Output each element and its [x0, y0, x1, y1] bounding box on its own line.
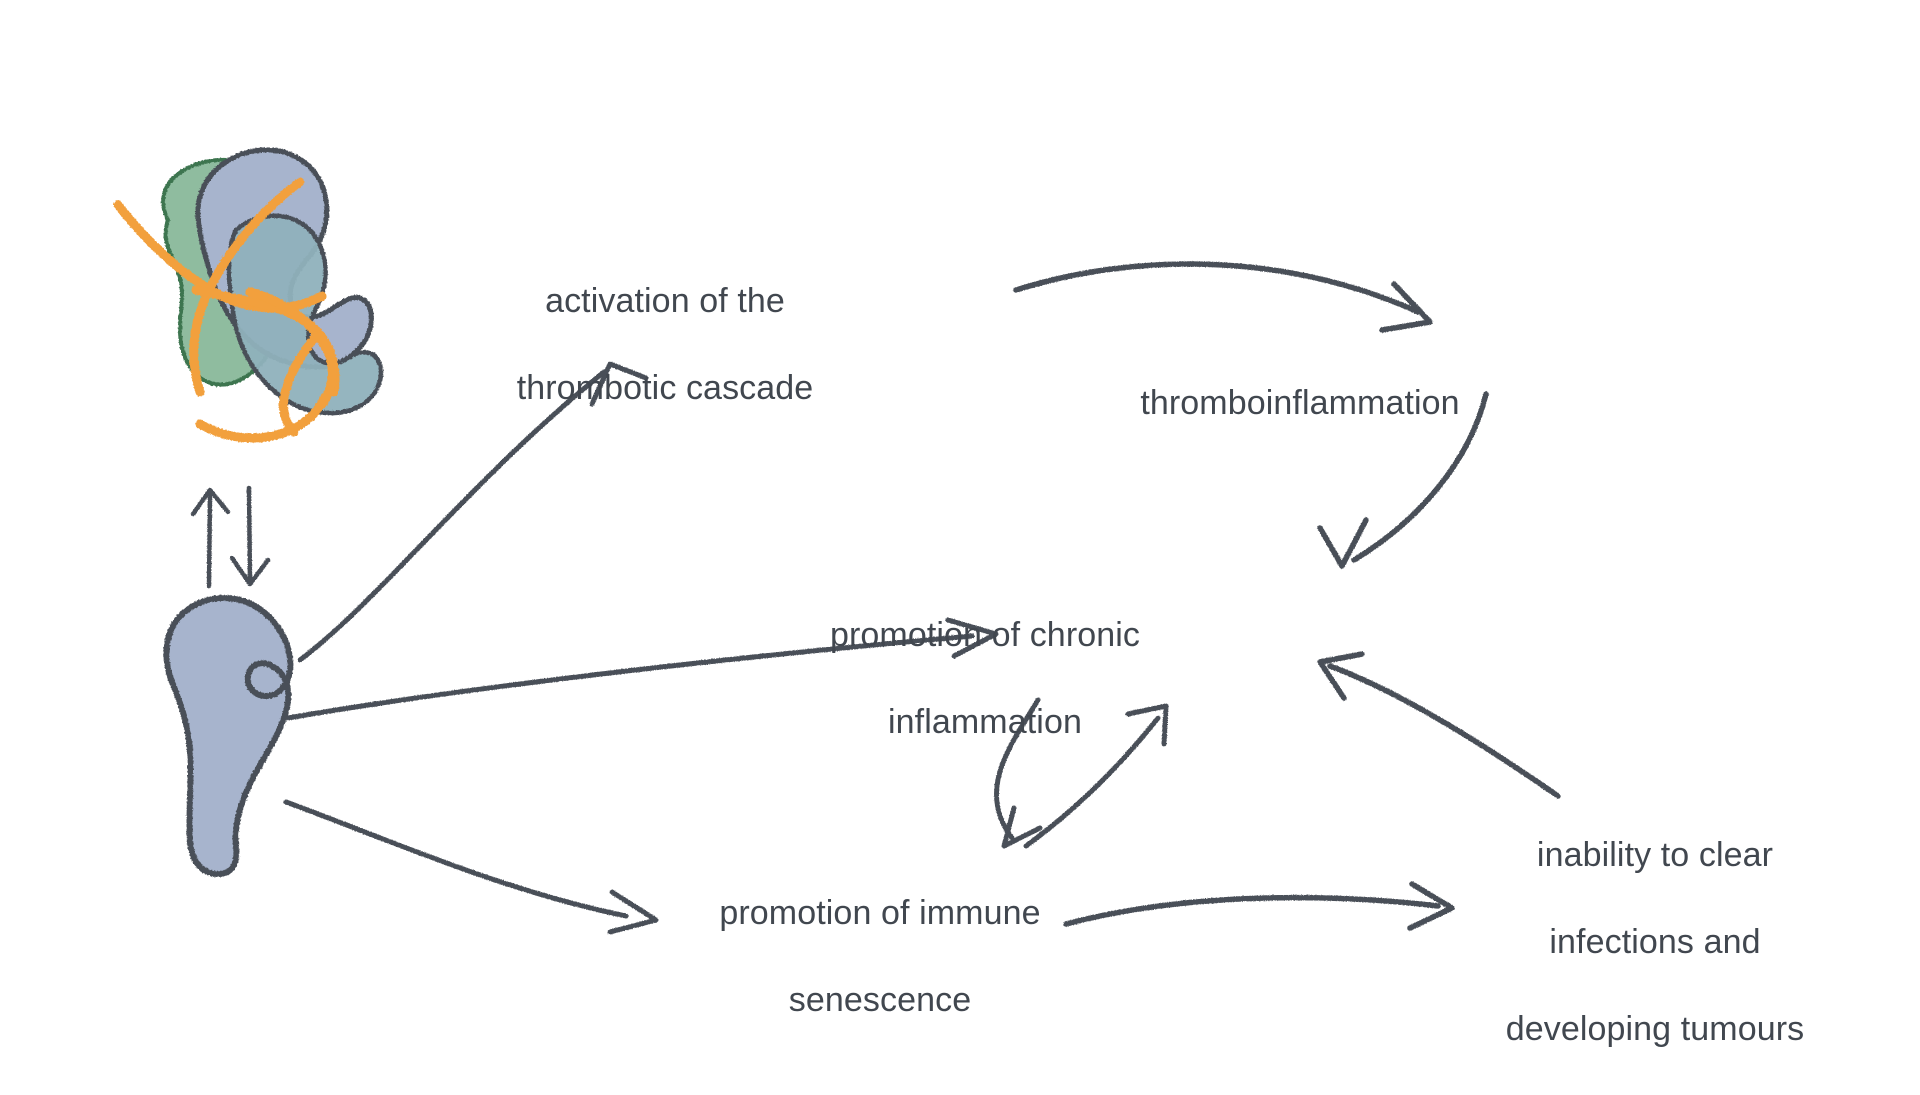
node-promotion-of-immune-senescence: promotion of immune senescence — [665, 848, 1095, 1066]
node-line: infections and — [1549, 922, 1761, 961]
teal-cell-shape — [226, 213, 384, 416]
node-line: activation of the — [545, 281, 785, 320]
edge-inability-to-chronic-head — [1317, 651, 1365, 701]
edge-monocyte-to-chronic-shaft — [285, 633, 975, 721]
monocyte-cell-shape — [163, 595, 294, 877]
edge-thromboinflammation-to-chronic-shaft — [1351, 391, 1489, 563]
node-thromboinflammation: thromboinflammation — [1080, 338, 1520, 469]
edge-chronic-to-senescence-shaft — [994, 697, 1041, 841]
node-activation-of-thrombotic-cascade: activation of the thrombotic cascade — [490, 236, 840, 454]
edge-thrombotic-to-thromboinflammation-head — [1379, 281, 1433, 333]
platelet-aggregate-illustration — [113, 147, 384, 443]
arrow-down-head — [229, 555, 271, 587]
node-line: thrombotic cascade — [516, 368, 814, 407]
node-inability-to-clear-infections-and-developing-tumours: inability to clear infections and develo… — [1455, 790, 1855, 1095]
node-promotion-of-chronic-inflammation: promotion of chronic inflammation — [775, 570, 1195, 788]
bidirectional-arrow-group — [190, 485, 271, 589]
arrow-up-head — [190, 487, 231, 517]
monocyte-illustration — [163, 595, 294, 877]
node-line: inflammation — [888, 702, 1082, 741]
edge-arrow-group — [283, 261, 1561, 935]
edge-senescence-to-chronic-head — [1125, 703, 1169, 747]
edge-monocyte-to-senescence-head — [607, 889, 659, 935]
edge-senescence-to-chronic-shaft — [1023, 715, 1161, 849]
edge-thromboinflammation-to-chronic-head — [1317, 517, 1369, 569]
arrow-down-shaft — [246, 485, 253, 585]
node-line: promotion of immune — [719, 893, 1041, 932]
arrow-up-shaft — [206, 489, 213, 589]
fibrin-strand-5 — [279, 331, 321, 437]
edge-monocyte-to-chronic-head — [945, 617, 999, 659]
edge-senescence-to-inability-shaft — [1063, 894, 1441, 927]
node-line: promotion of chronic — [829, 615, 1141, 654]
edge-monocyte-to-thrombotic-shaft — [297, 369, 607, 663]
node-line: inability to clear — [1536, 835, 1774, 874]
fibrin-strand-4 — [245, 287, 337, 409]
edge-monocyte-to-senescence-shaft — [283, 799, 629, 919]
edge-chronic-to-senescence-head — [1001, 805, 1043, 849]
edge-senescence-to-inability-head — [1407, 881, 1455, 931]
fibrin-strand-6 — [195, 393, 329, 443]
node-line: thromboinflammation — [1140, 383, 1460, 422]
edge-monocyte-to-thrombotic-head — [589, 361, 649, 407]
edge-thrombotic-to-thromboinflammation-shaft — [1013, 261, 1421, 315]
node-line: developing tumours — [1505, 1009, 1805, 1048]
node-line: senescence — [788, 980, 972, 1019]
edge-inability-to-chronic-shaft — [1327, 663, 1561, 799]
